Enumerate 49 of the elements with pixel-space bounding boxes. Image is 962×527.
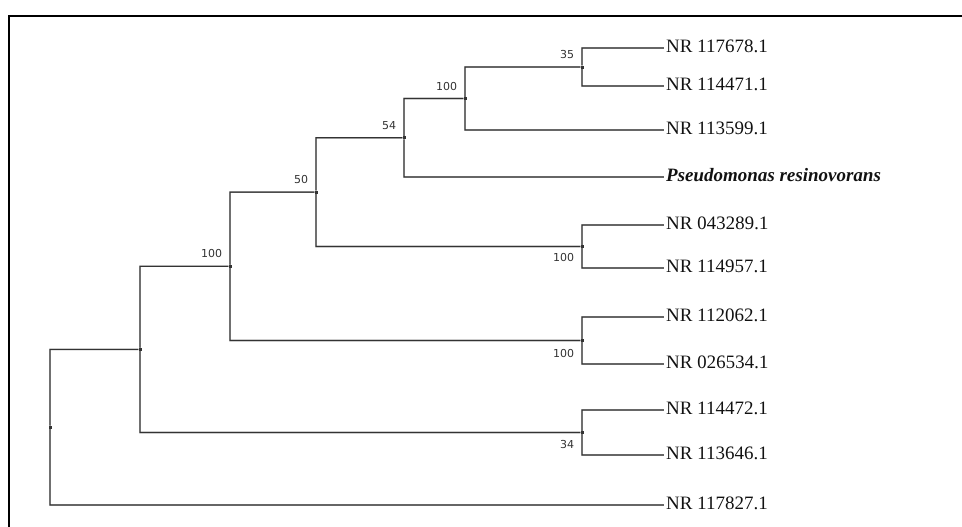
bootstrap-value: 50 xyxy=(294,173,308,186)
bootstrap-value: 34 xyxy=(560,438,574,451)
tree-branch xyxy=(464,66,580,97)
tree-branch xyxy=(139,350,580,434)
tree-branch xyxy=(139,266,228,348)
tree-branch xyxy=(315,137,402,191)
taxon-label: NR 113599.1 xyxy=(666,118,768,140)
taxon-label: NR 114957.1 xyxy=(666,256,768,278)
tree-branch xyxy=(581,224,664,245)
taxon-label: NR 026534.1 xyxy=(666,352,768,374)
taxon-label: NR 114472.1 xyxy=(666,398,768,420)
branch-point xyxy=(580,339,584,342)
taxon-label: NR 112062.1 xyxy=(666,305,768,327)
taxon-label: NR 043289.1 xyxy=(666,213,768,235)
bootstrap-value: 100 xyxy=(436,80,457,92)
branch-point xyxy=(314,190,318,194)
tree-branch xyxy=(229,268,580,342)
branch-point xyxy=(48,426,52,429)
tree-branch xyxy=(464,100,664,131)
tree-branch xyxy=(49,348,138,426)
taxon-label: Pseudomonas resinovorans xyxy=(666,165,881,187)
tree-branch xyxy=(581,47,664,66)
branch-point xyxy=(138,348,142,351)
bootstrap-value: 100 xyxy=(553,251,574,264)
branch-point xyxy=(464,97,466,100)
bootstrap-value: 100 xyxy=(553,347,574,360)
tree-branch xyxy=(581,434,664,456)
tree-branch xyxy=(581,248,664,269)
tree-branch xyxy=(229,191,314,265)
branch-point xyxy=(402,136,406,140)
taxon-label: NR 114471.1 xyxy=(666,74,768,96)
taxon-label: NR 117827.1 xyxy=(666,493,768,515)
tree-branch xyxy=(403,98,464,136)
bootstrap-value: 54 xyxy=(382,118,396,132)
branch-point xyxy=(580,66,584,68)
branch-point xyxy=(580,431,584,434)
bootstrap-value: 35 xyxy=(560,48,574,61)
taxon-label: NR 117678.1 xyxy=(666,36,768,58)
bootstrap-value: 100 xyxy=(201,247,222,260)
tree-branch xyxy=(581,342,664,365)
taxon-label: NR 113646.1 xyxy=(666,443,768,465)
tree-branch xyxy=(581,68,664,87)
tree-branch xyxy=(49,428,664,506)
tree-branch xyxy=(581,316,664,339)
branch-point xyxy=(580,245,584,248)
tree-branch xyxy=(581,409,664,431)
tree-branch xyxy=(315,194,580,248)
branch-point xyxy=(228,264,232,268)
tree-branch xyxy=(403,139,664,178)
